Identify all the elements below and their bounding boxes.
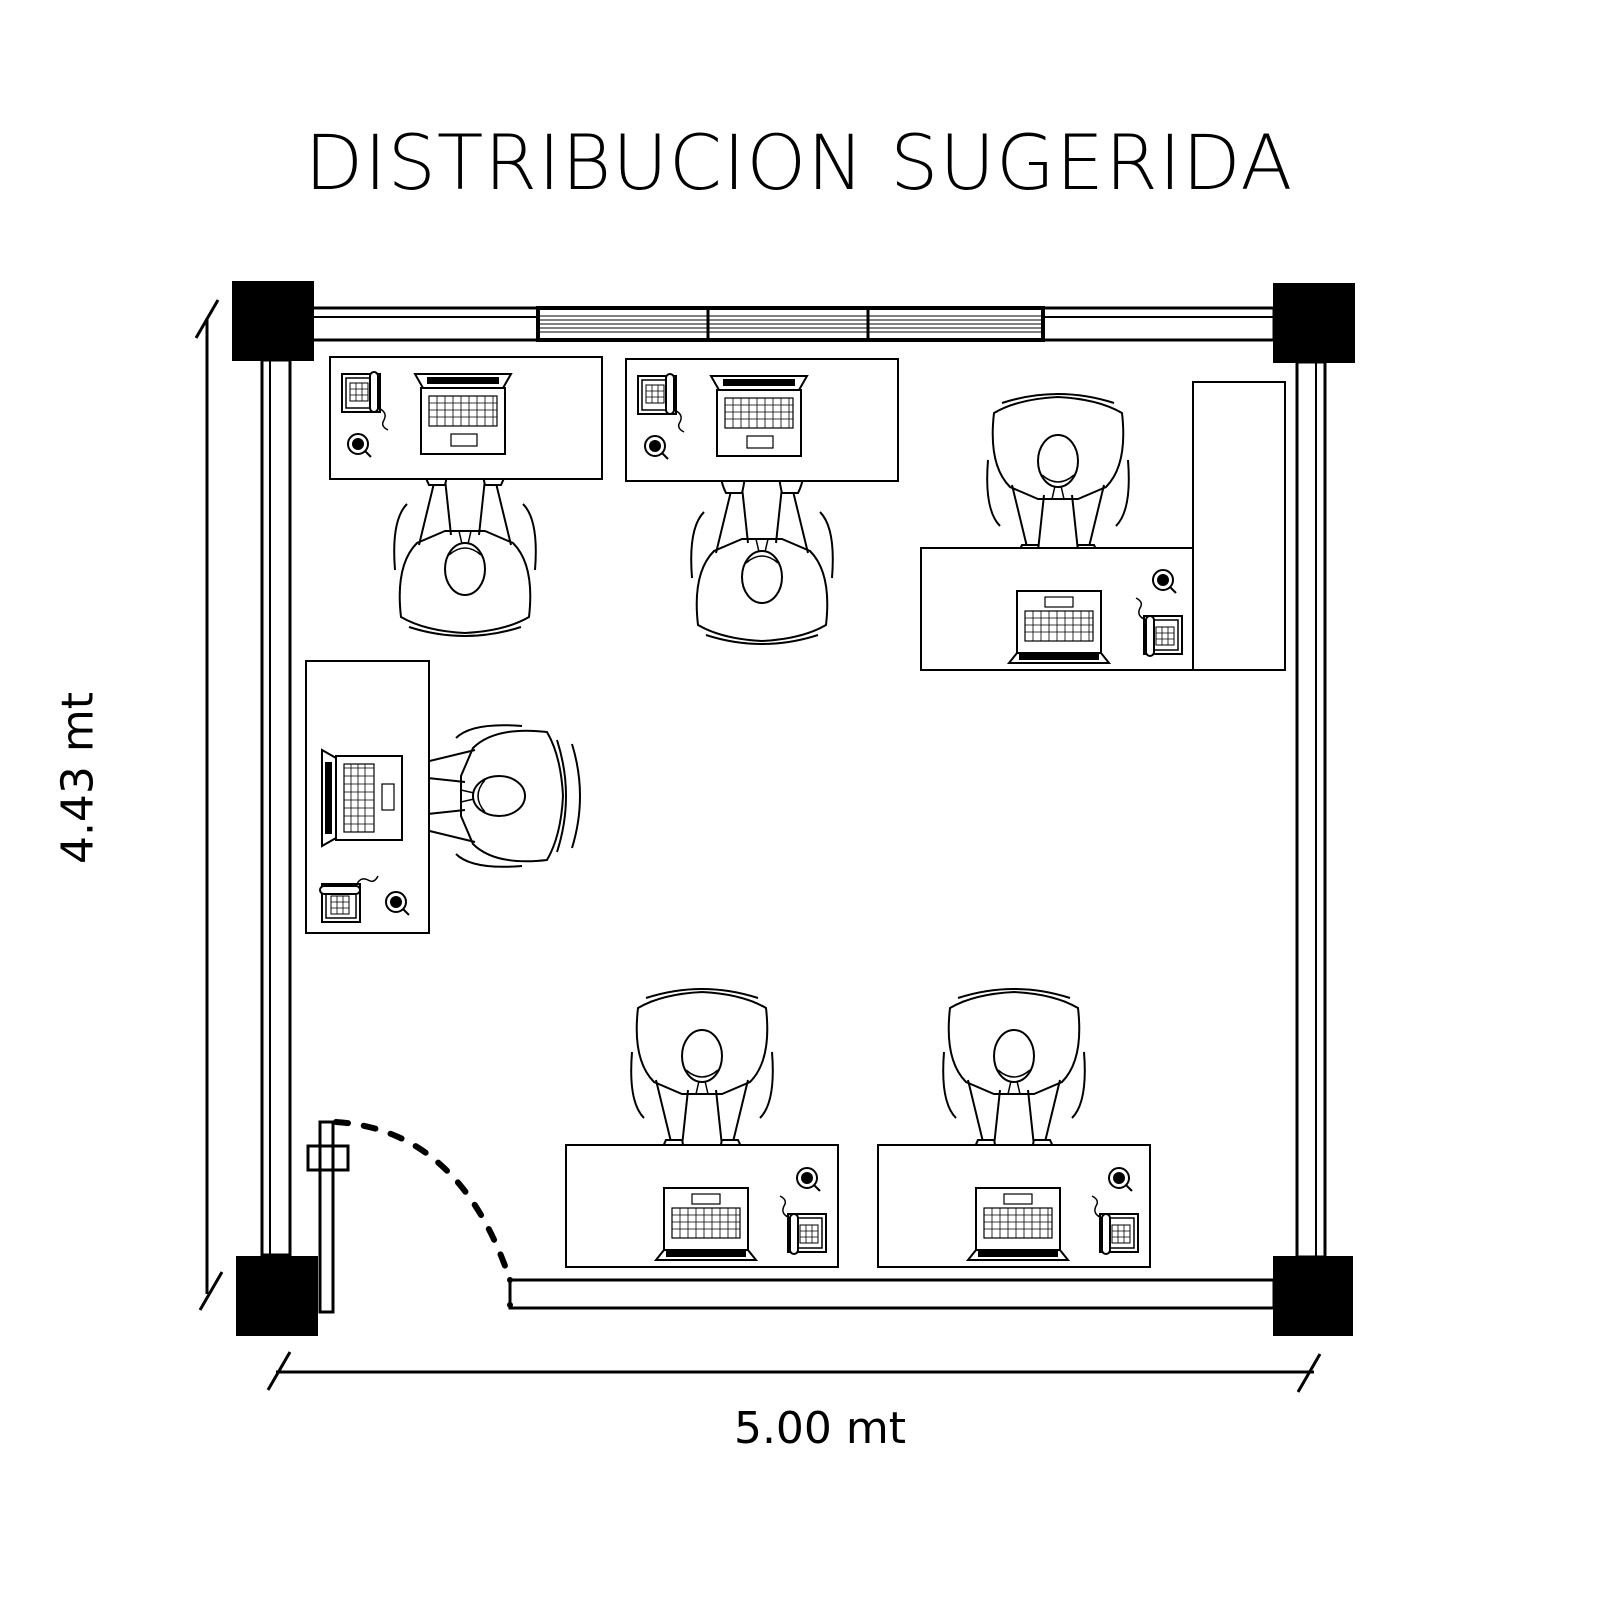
door bbox=[306, 1119, 513, 1314]
laptop-icon bbox=[321, 749, 403, 847]
laptop-icon bbox=[1008, 590, 1110, 664]
laptop-icon bbox=[414, 373, 512, 455]
column-top-left bbox=[232, 281, 314, 361]
door-swing-arc bbox=[333, 1119, 513, 1283]
desk-bottom-right bbox=[877, 988, 1151, 1268]
window bbox=[536, 306, 1045, 342]
dimension-width-line bbox=[266, 1351, 1322, 1393]
column-bottom-left bbox=[236, 1256, 318, 1336]
person bbox=[695, 460, 829, 645]
column-bottom-right bbox=[1273, 1256, 1353, 1336]
laptop-icon bbox=[710, 375, 808, 457]
column-top-right bbox=[1273, 283, 1355, 363]
dimension-height-line bbox=[194, 299, 224, 1311]
height-dimension-label: 4.43 mt bbox=[52, 691, 104, 865]
desk-top-center bbox=[625, 358, 899, 645]
cabinet bbox=[1192, 381, 1286, 671]
walls bbox=[260, 306, 1327, 1310]
desk-bottom-center bbox=[565, 988, 839, 1268]
desk-top-left bbox=[329, 356, 603, 637]
width-dimension-label: 5.00 mt bbox=[733, 1403, 907, 1454]
laptop-icon bbox=[655, 1187, 757, 1261]
desk-top-right bbox=[920, 381, 1286, 671]
person bbox=[398, 452, 532, 637]
diagram-title: DISTRIBUCION SUGERIDA bbox=[304, 118, 1294, 207]
laptop-icon bbox=[967, 1187, 1069, 1261]
desk-left bbox=[305, 660, 581, 934]
